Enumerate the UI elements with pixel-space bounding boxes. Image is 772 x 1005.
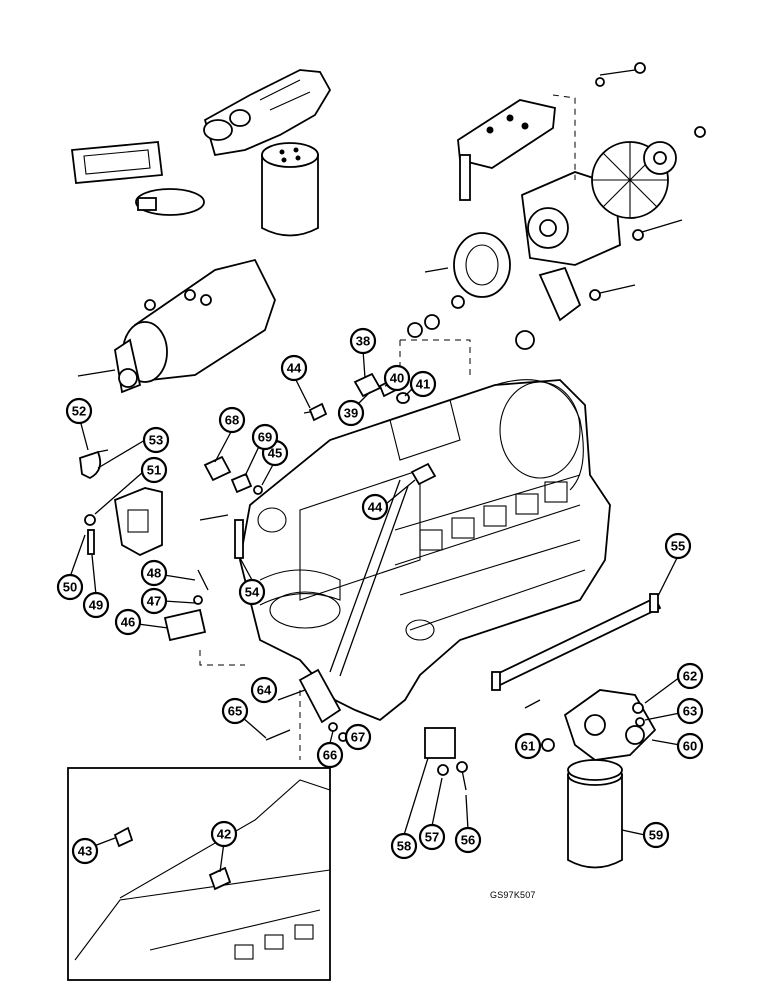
svg-text:57: 57: [425, 830, 439, 845]
svg-text:68: 68: [225, 413, 239, 428]
svg-text:45: 45: [268, 446, 282, 461]
callout-47: 47: [140, 587, 168, 615]
callout-39: 39: [337, 399, 365, 427]
oil-filter-element: [261, 142, 319, 237]
svg-text:61: 61: [521, 739, 535, 754]
callout-68: 68: [218, 406, 246, 434]
starter-motor: [77, 258, 276, 394]
callout-52: 52: [65, 397, 93, 425]
callout-55: 55: [664, 532, 692, 560]
callout-50: 50: [56, 573, 84, 601]
callout-69: 69: [251, 423, 279, 451]
svg-text:49: 49: [89, 598, 103, 613]
callout-57: 57: [418, 823, 446, 851]
svg-text:60: 60: [683, 739, 697, 754]
bolts-alternator: [407, 62, 706, 350]
gasket: [70, 141, 164, 184]
svg-text:46: 46: [121, 615, 135, 630]
svg-text:64: 64: [257, 683, 272, 698]
tie-bar: [491, 593, 662, 691]
svg-text:66: 66: [323, 748, 337, 763]
svg-text:62: 62: [683, 669, 697, 684]
svg-text:55: 55: [671, 539, 685, 554]
small-parts-right: [424, 699, 645, 791]
svg-text:67: 67: [351, 730, 365, 745]
sensor-44-top: [303, 402, 328, 422]
callout-51: 51: [140, 456, 168, 484]
svg-text:39: 39: [344, 406, 358, 421]
callout-44-top: 44: [280, 354, 308, 382]
svg-text:53: 53: [149, 433, 163, 448]
callout-49: 49: [82, 591, 110, 619]
callout-67: 67: [344, 723, 372, 751]
svg-text:56: 56: [461, 833, 475, 848]
svg-text:54: 54: [245, 585, 260, 600]
callout-59: 59: [642, 821, 670, 849]
callout-38: 38: [349, 327, 377, 355]
oil-filter-head: [203, 69, 332, 157]
sensor-68-69: [203, 455, 263, 495]
svg-text:50: 50: [63, 580, 77, 595]
bolt-48: [193, 569, 209, 605]
filter-59: [567, 759, 623, 869]
callout-61: 61: [514, 732, 542, 760]
svg-text:51: 51: [147, 463, 161, 478]
alternator-bracket: [457, 99, 556, 169]
sensor-44-block: [410, 462, 437, 486]
svg-text:40: 40: [390, 371, 404, 386]
callout-64: 64: [250, 676, 278, 704]
plate-46: [163, 608, 207, 642]
adjusting-link: [538, 266, 582, 322]
pipe-64: [265, 479, 409, 742]
callout-46: 46: [114, 608, 142, 636]
svg-text:44: 44: [287, 361, 302, 376]
callout-63: 63: [676, 697, 704, 725]
callout-60: 60: [676, 732, 704, 760]
svg-text:52: 52: [72, 404, 86, 419]
callout-42: 42: [210, 820, 238, 848]
fan-cover: [453, 232, 511, 298]
svg-text:48: 48: [147, 566, 161, 581]
figure-reference-code: GS97K507: [490, 890, 536, 900]
callout-65: 65: [221, 697, 249, 725]
svg-text:69: 69: [258, 430, 272, 445]
callout-54: 54: [238, 578, 266, 606]
callout-40: 40: [383, 364, 411, 392]
svg-text:65: 65: [228, 704, 242, 719]
svg-text:38: 38: [356, 334, 370, 349]
callout-43: 43: [71, 837, 99, 865]
svg-text:59: 59: [649, 828, 663, 843]
bracket-51: [114, 487, 163, 557]
svg-text:43: 43: [78, 844, 92, 859]
callout-66: 66: [316, 741, 344, 769]
callout-62: 62: [676, 662, 704, 690]
callout-45: 45: [261, 439, 289, 467]
callout-41: 41: [409, 370, 437, 398]
callout-44-block: 44: [361, 493, 389, 521]
inset-detail: [67, 767, 331, 981]
plate-54: [199, 514, 244, 559]
svg-text:42: 42: [217, 827, 231, 842]
alternator: [521, 141, 677, 266]
callout-56: 56: [454, 826, 482, 854]
svg-text:47: 47: [147, 594, 161, 609]
bracket-52: [79, 449, 109, 480]
callout-53: 53: [142, 426, 170, 454]
svg-text:63: 63: [683, 704, 697, 719]
callout-58: 58: [390, 832, 418, 860]
hose-clamp: [135, 188, 205, 216]
svg-text:58: 58: [397, 839, 411, 854]
bolt-49-50: [84, 514, 96, 555]
svg-text:41: 41: [416, 377, 430, 392]
engine-block: [239, 379, 611, 722]
svg-text:44: 44: [368, 500, 383, 515]
callout-48: 48: [140, 559, 168, 587]
